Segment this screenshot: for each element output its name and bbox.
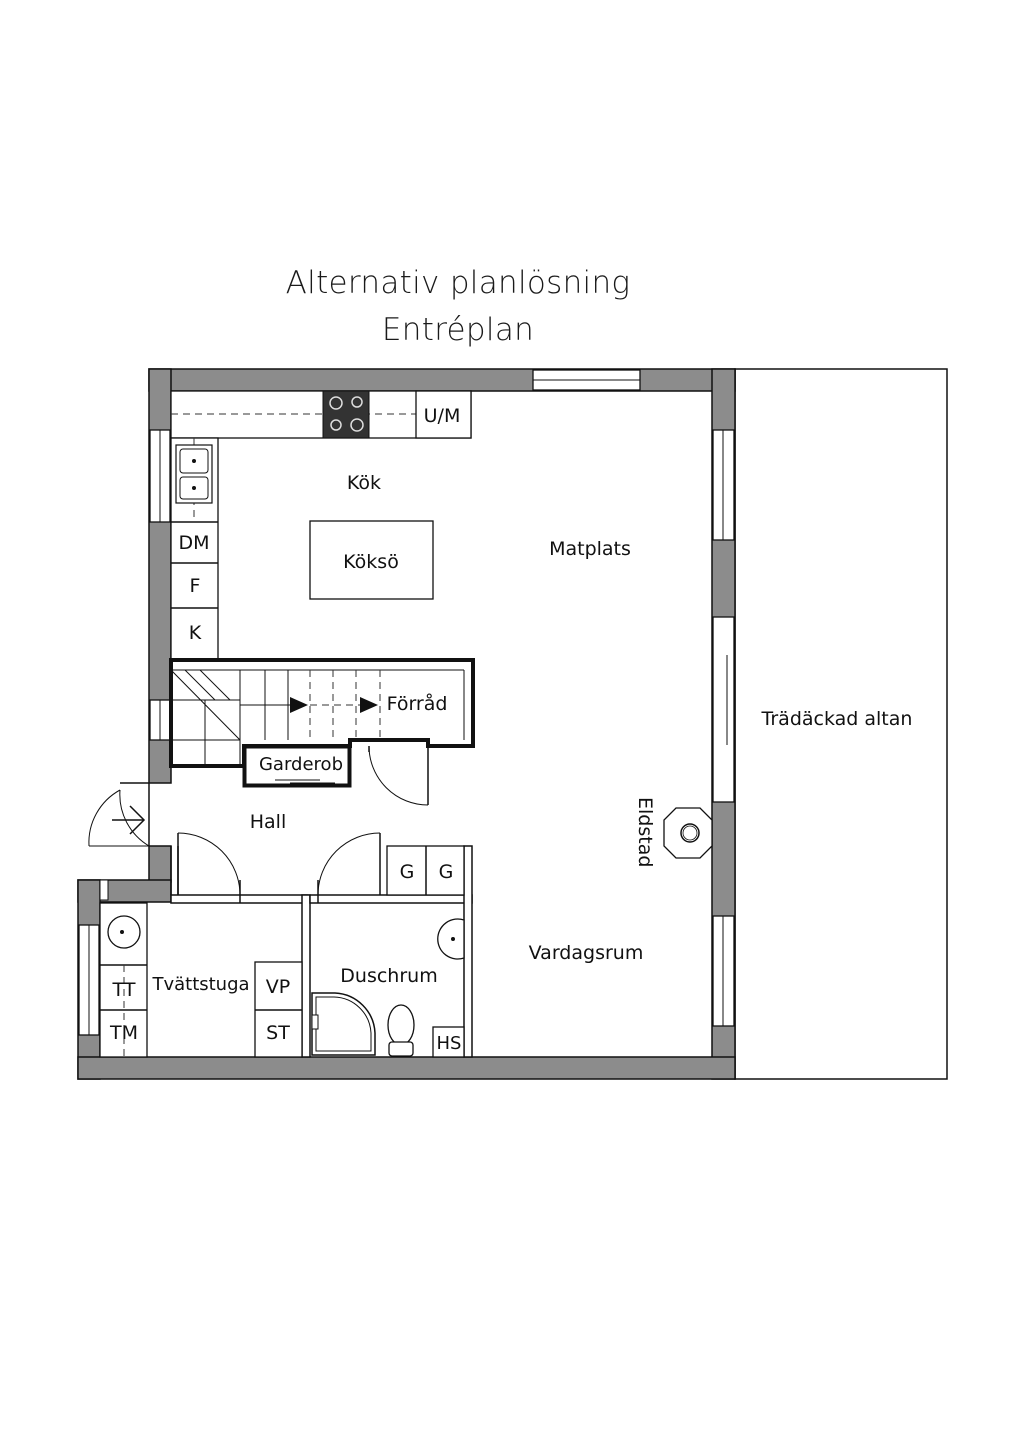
entry-door[interactable] [88,782,150,847]
fixture-label-g2: G [439,861,454,883]
fixture-label-tt: TT [112,979,136,1001]
hall-wardrobes [386,845,465,896]
windows [78,369,735,1036]
kitchen-sink-icon [175,444,213,504]
kitchen-island [309,520,434,600]
fixture-label-hs: HS [437,1033,462,1054]
fixture-label-f: F [190,575,201,597]
storage-door [368,745,429,806]
room-label-hall: Hall [250,811,287,833]
room-label-kitchen-island: Köksö [343,551,399,573]
washbasin-icon [437,918,465,960]
plan-title: Alternativ planlösning [285,265,631,301]
room-label-kok: Kök [347,472,381,494]
fireplace-icon [663,807,713,859]
laundry-fixtures [99,902,303,1058]
fixture-label-st: ST [266,1022,290,1044]
fixture-label-g1: G [400,861,415,883]
fixture-label-tm: TM [109,1022,138,1044]
terrace-outline [734,368,948,1080]
fixture-label-vp: VP [266,976,290,998]
stove-icon [322,390,370,439]
room-label-forrad: Förråd [387,692,448,715]
fixture-label-k: K [189,622,202,644]
fixture-label-dm: DM [178,532,209,554]
room-label-tvattstuga: Tvättstuga [151,974,249,995]
shower-icon [311,992,376,1056]
kitchen-counter [170,390,472,661]
fixture-label-um: U/M [424,405,461,427]
bathroom-fixtures [311,918,465,1058]
wardrobe [242,744,352,788]
room-label-matplats: Matplats [549,538,631,560]
room-label-garderob: Garderob [259,754,343,775]
room-label-altan: Trädäckad altan [761,708,913,730]
room-label-eldstad: Eldstad [634,797,656,867]
plan-subtitle: Entréplan [381,312,535,348]
shower-room-door [317,832,381,903]
toilet-icon [387,1004,415,1057]
laundry-door [177,832,241,903]
room-label-duschrum: Duschrum [340,965,437,987]
staircase [169,658,475,768]
room-label-vardagsrum: Vardagsrum [529,942,644,964]
